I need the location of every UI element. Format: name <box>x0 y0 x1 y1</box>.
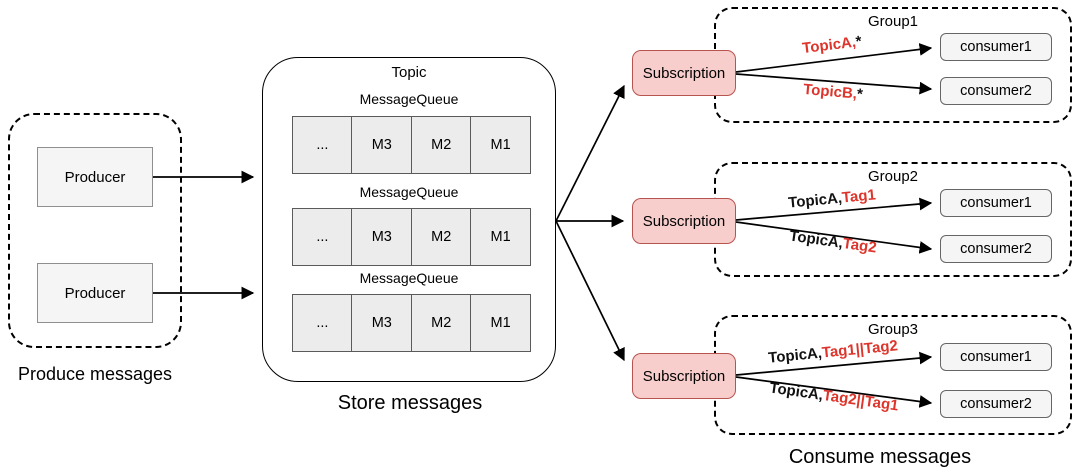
producer-1-label: Producer <box>64 168 126 186</box>
mq3-cell-m3: M3 <box>351 294 413 352</box>
mq2-cell-m3: M3 <box>351 208 413 266</box>
messagequeue-label-3: MessageQueue <box>359 270 459 286</box>
arrow-topic-to-subscription1 <box>555 84 625 222</box>
group3-title: Group3 <box>867 321 919 338</box>
group1-consumer-2-label: consumer2 <box>960 83 1032 99</box>
consume-caption: Consume messages <box>788 446 972 468</box>
group2-title: Group2 <box>867 168 919 185</box>
arrow-topic-to-subscription3 <box>555 220 625 362</box>
topic-box: Topic MessageQueue ... M3 M2 M1 MessageQ… <box>262 57 556 382</box>
producer-1: Producer <box>37 147 153 207</box>
produce-caption: Produce messages <box>17 364 173 384</box>
mq3-cell-m2: M2 <box>410 294 472 352</box>
group1-title: Group1 <box>867 13 919 30</box>
mq2-cell-ellipsis: ... <box>292 208 353 266</box>
mq1-cell-m3: M3 <box>351 116 413 174</box>
subscription-3-label: Subscription <box>642 367 726 385</box>
group3-consumer-1: consumer1 <box>940 343 1052 371</box>
messagequeue-row-2: ... M3 M2 M1 <box>292 208 532 266</box>
producer-2-label: Producer <box>64 284 126 302</box>
mq1-cell-m2: M2 <box>410 116 472 174</box>
group3-consumer-2-label: consumer2 <box>960 396 1032 412</box>
messagequeue-label-2: MessageQueue <box>359 184 459 200</box>
group3-consumer-1-label: consumer1 <box>960 349 1032 365</box>
group2-consumer-2: consumer2 <box>940 235 1052 263</box>
group1-consumer-1: consumer1 <box>940 33 1052 61</box>
group1-consumer-2: consumer2 <box>940 77 1052 105</box>
mq3-cell-m1: M1 <box>470 294 532 352</box>
producer-2: Producer <box>37 263 153 323</box>
messagequeue-row-3: ... M3 M2 M1 <box>292 294 532 352</box>
mq1-cell-m1: M1 <box>470 116 532 174</box>
group3-consumer-2: consumer2 <box>940 390 1052 418</box>
messagequeue-row-1: ... M3 M2 M1 <box>292 116 532 174</box>
subscription-3: Subscription <box>632 353 736 399</box>
mq3-cell-ellipsis: ... <box>292 294 353 352</box>
subscription-1-label: Subscription <box>642 64 726 82</box>
group2-consumer-1-label: consumer1 <box>960 195 1032 211</box>
subscription-1: Subscription <box>632 50 736 96</box>
messagequeue-label-1: MessageQueue <box>359 91 459 107</box>
topic-title: Topic <box>391 64 427 81</box>
subscription-2-label: Subscription <box>642 212 726 230</box>
mq1-cell-ellipsis: ... <box>292 116 353 174</box>
store-caption: Store messages <box>337 392 483 414</box>
producers-group-box <box>8 113 182 348</box>
group1-consumer-1-label: consumer1 <box>960 39 1032 55</box>
mq2-cell-m1: M1 <box>470 208 532 266</box>
group2-consumer-1: consumer1 <box>940 189 1052 217</box>
group2-consumer-2-label: consumer2 <box>960 241 1032 257</box>
subscription-2: Subscription <box>632 198 736 244</box>
mq2-cell-m2: M2 <box>410 208 472 266</box>
